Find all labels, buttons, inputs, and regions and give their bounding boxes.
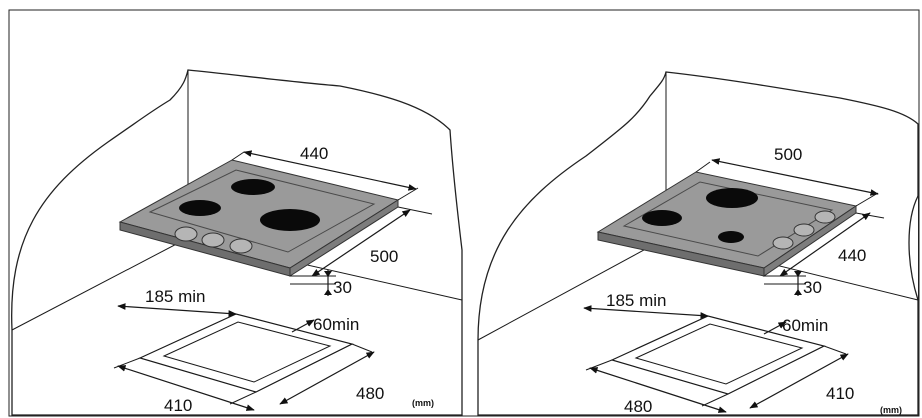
width-label: 500 (774, 145, 802, 164)
depth-label: 500 (370, 247, 398, 266)
height-label: 30 (803, 278, 822, 297)
dim-line-rear-clearance (117, 303, 237, 317)
dim-line-cutout-width (589, 367, 727, 413)
unit-label: (mm) (412, 398, 434, 408)
dim-line-cutout-depth (279, 351, 375, 405)
diagram-left: 440 500 30 185 min 60min 410 480 (mm) (11, 69, 463, 416)
cutout-depth-label: 410 (826, 384, 854, 403)
unit-label: (mm) (880, 405, 902, 415)
cutout-width-label: 480 (624, 397, 652, 416)
height-label: 30 (333, 278, 352, 297)
burner-icon (718, 231, 744, 243)
cutout-depth-label: 480 (356, 384, 384, 403)
rear-clearance-label: 185 min (606, 291, 666, 310)
burner-icon (179, 200, 221, 216)
side-wall-curve (908, 195, 919, 301)
front-clearance-label: 60min (313, 315, 359, 334)
dim-line-rear-clearance (583, 305, 709, 319)
hob-inner-trim (622, 181, 834, 257)
diagram-right: 500 440 30 185 min 60min 480 410 (mm) (477, 71, 919, 416)
burner-icon (260, 209, 320, 231)
rear-clearance-label: 185 min (145, 287, 205, 306)
dim-line-depth (311, 209, 411, 277)
dim-line-width (711, 158, 879, 196)
burner-icon (642, 210, 682, 226)
front-clearance-label: 60min (782, 316, 828, 335)
burner-icon (706, 188, 758, 208)
dim-line-cutout-depth (749, 353, 849, 409)
counter-rear-left-edge (477, 237, 667, 341)
burner-icon (231, 179, 275, 195)
dim-line-front-clearance (763, 321, 787, 335)
depth-label: 440 (838, 246, 866, 265)
dim-line-depth (779, 212, 871, 277)
width-label: 440 (300, 144, 328, 163)
cutout-width-label: 410 (164, 396, 192, 415)
dim-line-width (243, 150, 417, 191)
figure-frame (8, 9, 920, 417)
dim-line-front-clearance (291, 319, 315, 333)
knob-row (174, 226, 253, 254)
dim-line-cutout-width (117, 365, 255, 411)
counter-rear-left-edge (11, 237, 189, 331)
